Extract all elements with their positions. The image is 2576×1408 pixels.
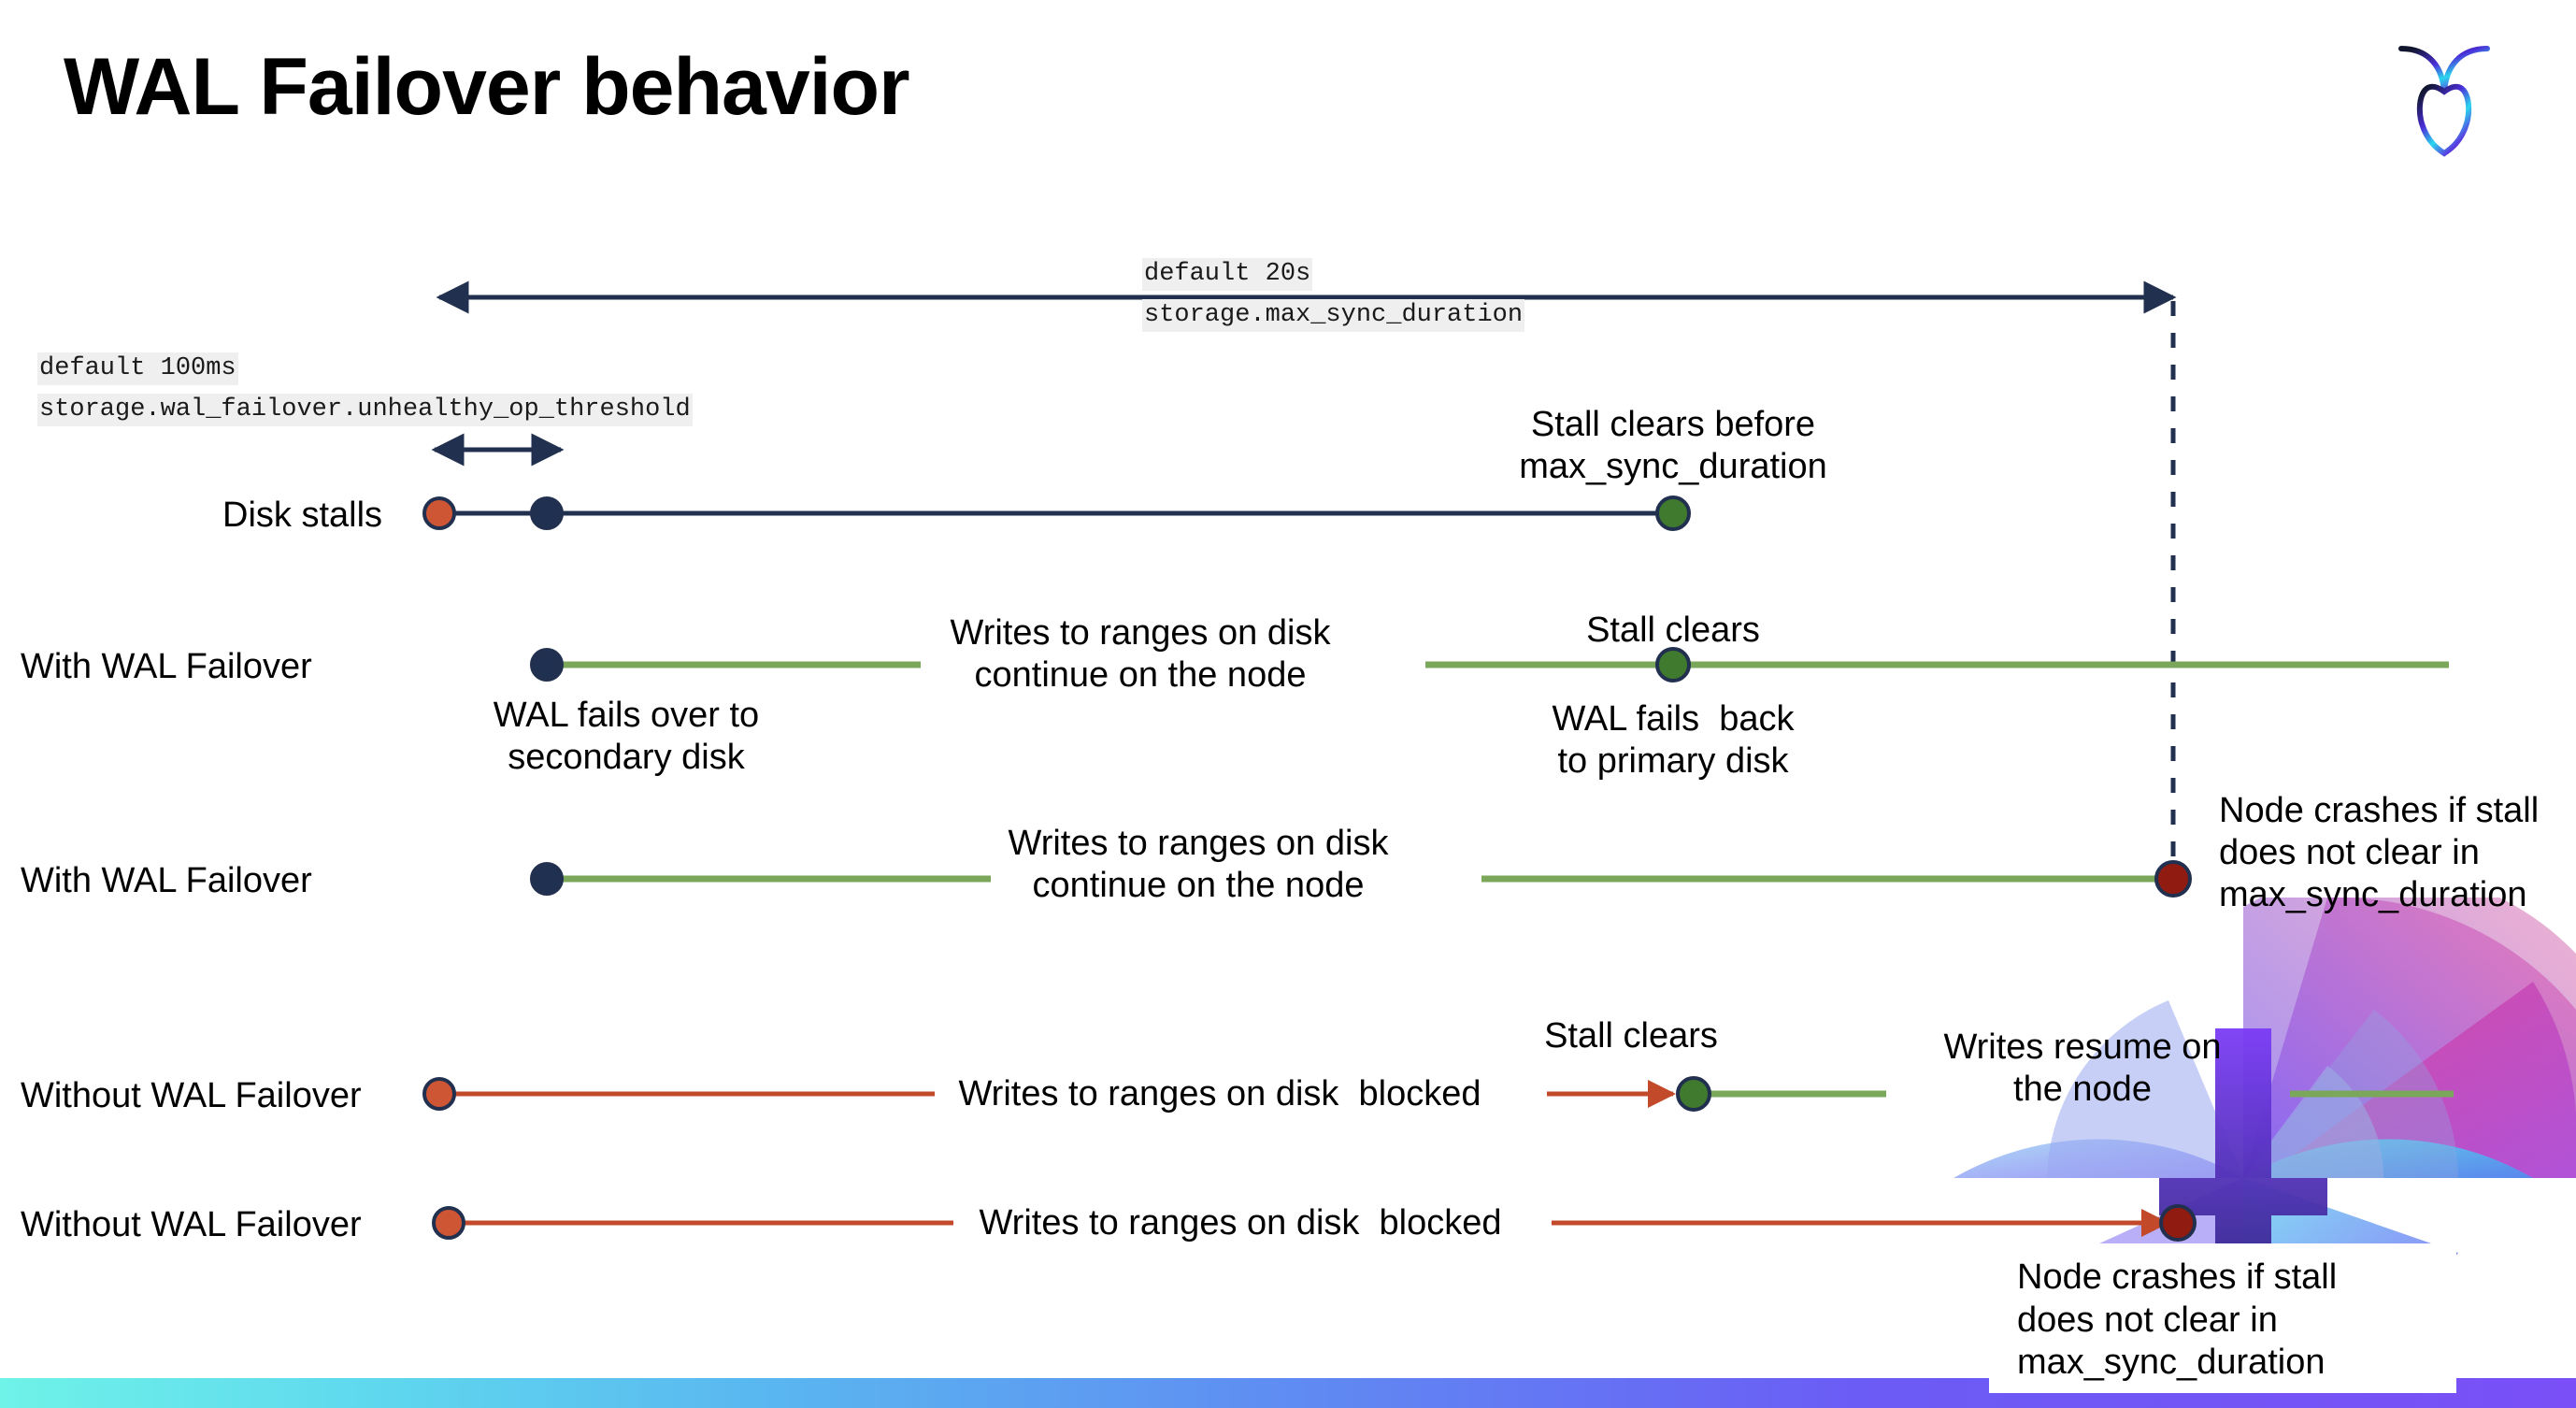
annotation-node-crashes-row5: Node crashes if stall does not clear in … bbox=[2017, 1257, 2338, 1383]
wal-failover-start-dot bbox=[530, 862, 564, 896]
cockroachdb-logo-icon bbox=[2388, 26, 2500, 157]
stall-start-dot bbox=[432, 1206, 465, 1240]
stall-start-dot bbox=[422, 496, 456, 530]
stall-start-dot bbox=[422, 1077, 456, 1111]
annotation-node-crashes-row3: Node crashes if stall does not clear in … bbox=[2219, 791, 2540, 914]
max-sync-duration-default-label: default 20s bbox=[1142, 258, 1313, 291]
annotation-wal-fails-back: WAL fails back to primary disk bbox=[1552, 699, 1795, 781]
row-with-wal-failover-clears-timeline bbox=[530, 647, 2449, 682]
annotation-stall-clears-row4: Stall clears bbox=[1544, 1016, 1718, 1056]
annotation-writes-resume: Writes resume on the node bbox=[1943, 1027, 2222, 1109]
unhealthy-op-threshold-default-label: default 100ms bbox=[37, 352, 238, 385]
annotation-stall-clears-before: Stall clears before max_sync_duration bbox=[1519, 405, 1827, 486]
node-crash-dot bbox=[2159, 1204, 2197, 1242]
row-label-without-wal-failover-clears: Without WAL Failover bbox=[21, 1076, 362, 1115]
node-crash-dot bbox=[2154, 860, 2192, 898]
row-with-wal-failover-crash-timeline bbox=[530, 860, 2192, 898]
row-without-wal-failover-clears-timeline bbox=[422, 1076, 2454, 1112]
page-title: WAL Failover behavior bbox=[64, 42, 910, 132]
failover-trigger-dot bbox=[530, 496, 564, 530]
row-disk-stalls-timeline bbox=[422, 496, 1691, 531]
annotation-writes-continue-row2: Writes to ranges on disk continue on the… bbox=[950, 613, 1331, 695]
annotation-writes-blocked-row5: Writes to ranges on disk blocked bbox=[979, 1203, 1502, 1243]
node-crash-callout: Node crashes if stall does not clear in … bbox=[1989, 1243, 2456, 1393]
row-label-disk-stalls: Disk stalls bbox=[222, 496, 383, 535]
row-label-with-wal-failover-clears: With WAL Failover bbox=[21, 647, 312, 686]
row-without-wal-failover-crash-timeline bbox=[432, 1204, 2197, 1242]
row-label-without-wal-failover-crash: Without WAL Failover bbox=[21, 1205, 362, 1244]
annotation-stall-clears-row2: Stall clears bbox=[1586, 611, 1760, 650]
stall-clears-dot bbox=[1655, 496, 1691, 531]
wal-failover-start-dot bbox=[530, 648, 564, 682]
max-sync-duration-name-label: storage.max_sync_duration bbox=[1142, 299, 1525, 332]
annotation-writes-continue-row3: Writes to ranges on disk continue on the… bbox=[1008, 824, 1389, 905]
row-label-with-wal-failover-crash: With WAL Failover bbox=[21, 861, 312, 900]
annotation-wal-fails-over: WAL fails over to secondary disk bbox=[493, 696, 760, 777]
stall-clears-dot bbox=[1676, 1076, 1711, 1112]
stall-clears-dot bbox=[1655, 647, 1691, 682]
annotation-writes-blocked-row4: Writes to ranges on disk blocked bbox=[958, 1074, 1481, 1113]
unhealthy-op-threshold-name-label: storage.wal_failover.unhealthy_op_thresh… bbox=[37, 394, 693, 426]
